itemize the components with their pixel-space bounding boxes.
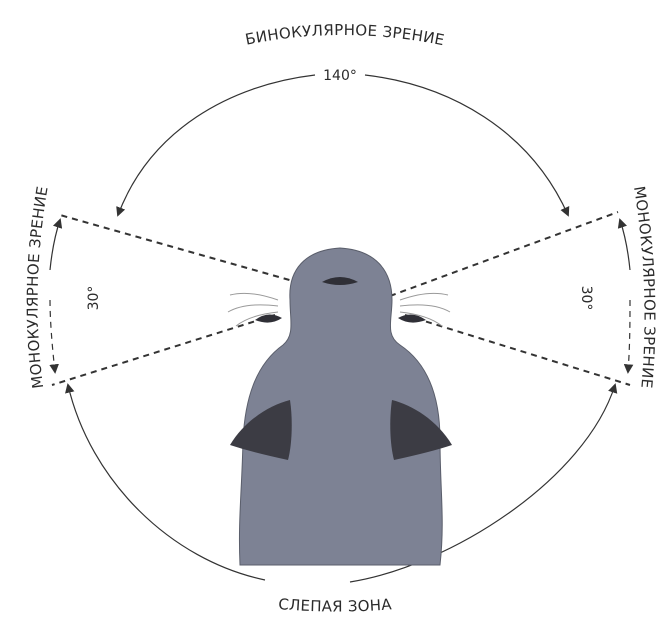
blind-zone-label: СЛЕПАЯ ЗОНА [278,595,393,616]
sight-line-right-lower [405,315,630,385]
monocular-left-arc-top [50,220,60,270]
binocular-arc-left [118,75,315,215]
blind-arc-left [68,385,265,580]
monocular-right-arc-top [620,220,630,270]
monocular-right-angle-label: 30° [578,286,594,311]
binocular-arc-right [365,75,568,215]
monocular-left-angle-label: 30° [86,286,102,311]
seal-body [239,248,442,565]
monocular-left-label: МОНОКУЛЯРНОЕ ЗРЕНИЕ [24,185,52,390]
sight-line-left-lower [52,315,275,385]
monocular-right-label: МОНОКУЛЯРНОЕ ЗРЕНИЕ [630,185,658,389]
monocular-left-arc-bottom [50,300,55,372]
sight-line-right-upper [390,212,618,296]
monocular-right-arc-bottom [628,300,630,372]
binocular-label: БИНОКУЛЯРНОЕ ЗРЕНИЕ [244,21,446,49]
binocular-angle-label: 140° [323,68,357,84]
sight-line-left-upper [60,215,300,283]
